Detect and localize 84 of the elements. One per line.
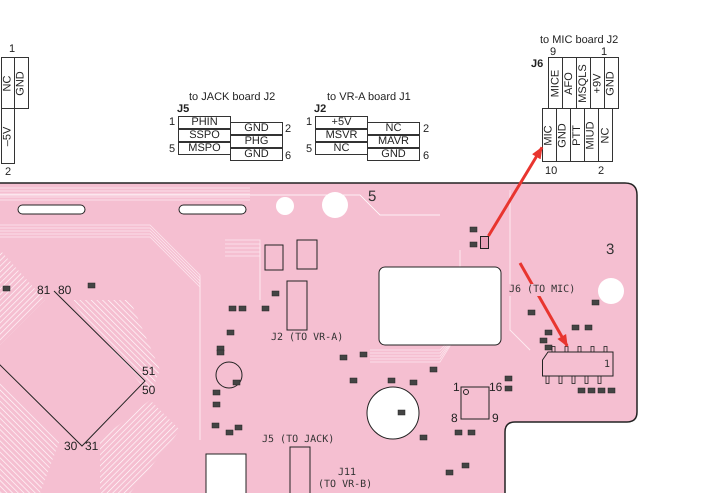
- pin-number: 1: [601, 46, 608, 58]
- pin-cell: [367, 148, 420, 161]
- arrow: [518, 262, 568, 347]
- pin-name: MSQLS: [578, 64, 589, 102]
- connector-caption: to VR-A board J1: [327, 91, 411, 103]
- pin-name: GND: [558, 122, 569, 148]
- pin-name: MSPO: [188, 143, 221, 154]
- pin-cell: [178, 142, 231, 155]
- board-section-number: 3: [606, 242, 614, 258]
- pin-cell: [230, 148, 283, 161]
- pin-name: GND: [244, 123, 269, 134]
- pin-cell: [315, 129, 368, 142]
- pin-number: 10: [545, 165, 558, 177]
- pin-number: 30: [64, 440, 78, 452]
- pin-name: MIUD: [586, 120, 597, 150]
- pin-name: +5V: [332, 117, 352, 128]
- pin-cell: [178, 116, 231, 129]
- pin-name: SSPO: [189, 130, 220, 141]
- pin-number: 5: [169, 143, 176, 155]
- pin-cell: [14, 57, 29, 109]
- pin-number: 9: [492, 412, 499, 424]
- pin-number: 6: [285, 150, 292, 162]
- board-section-number: 5: [368, 189, 376, 205]
- connector-caption: to MIC board J2: [540, 34, 618, 46]
- pin-number: 6: [423, 150, 430, 162]
- pin-number: 1: [306, 116, 312, 128]
- pin-cell: [315, 116, 368, 129]
- pin-number: 5: [306, 143, 312, 155]
- pin-name: NC: [2, 75, 14, 91]
- pin-number: 2: [5, 166, 12, 178]
- pin-name: –5V: [2, 126, 14, 146]
- pin-name: NC: [600, 127, 611, 143]
- pin-name: PHIN: [191, 117, 218, 128]
- pin-name: GND: [606, 70, 617, 96]
- silkscreen-label: (TO VR-B): [318, 479, 372, 491]
- pin-number: 2: [598, 165, 604, 177]
- pin-number: 2: [423, 123, 430, 135]
- pin-name: +9V: [592, 73, 603, 93]
- silkscreen-label: J6 (TO MIC): [509, 284, 576, 296]
- connector-designator: J6: [531, 58, 544, 70]
- pin-cell: [230, 135, 283, 148]
- connector-caption: to JACK board J2: [189, 91, 276, 103]
- connector-designator: J2: [314, 103, 326, 115]
- pin-number: 1: [9, 43, 16, 55]
- pin-number: 2: [285, 123, 292, 135]
- pin-number: 1: [169, 116, 176, 128]
- silkscreen-label: J5 (TO JACK): [262, 434, 334, 446]
- pin-name: GND: [381, 149, 406, 160]
- pin-name: MICE: [550, 69, 561, 97]
- pin-name: NC: [334, 143, 350, 154]
- pin-name: MAVR: [378, 136, 409, 147]
- pin-cell: [230, 122, 283, 135]
- pin-name: NC: [386, 123, 402, 134]
- pin-cell: [598, 108, 613, 162]
- pin-number: 80: [58, 284, 72, 296]
- pin-cell: [1, 108, 15, 164]
- pin-cell: [178, 129, 231, 142]
- pin-number: 50: [142, 384, 156, 396]
- pin-number: 81: [37, 284, 50, 296]
- silkscreen-label: J2 (TO VR-A): [271, 332, 344, 344]
- pin-cell: [548, 57, 563, 109]
- pin-name: GND: [244, 149, 269, 160]
- pin-number: 9: [550, 46, 556, 58]
- connector-footprint: [542, 346, 614, 384]
- pin-number: 31: [85, 440, 98, 452]
- pin-name: PHG: [244, 136, 268, 147]
- arrow: [487, 146, 544, 237]
- pin-number: 16: [489, 381, 502, 393]
- pin-number: 51: [142, 365, 156, 377]
- pin-name: MIC: [544, 124, 555, 146]
- connector-designator: J5: [177, 103, 190, 115]
- pin-name: PTT: [572, 124, 583, 146]
- pin-name: GND: [16, 70, 27, 96]
- pin-cell: [604, 57, 619, 109]
- component-pad: [480, 236, 489, 249]
- pin-number: 1: [453, 381, 460, 393]
- pin-cell: [367, 122, 420, 135]
- pin-cell: [367, 135, 420, 148]
- pin-number: 8: [451, 412, 458, 424]
- pin-name: AFO: [564, 72, 575, 94]
- pin-cell: [1, 57, 15, 109]
- pin-name: MSVR: [326, 130, 358, 141]
- pin-cell: [315, 142, 368, 155]
- pin-cell: [542, 108, 557, 162]
